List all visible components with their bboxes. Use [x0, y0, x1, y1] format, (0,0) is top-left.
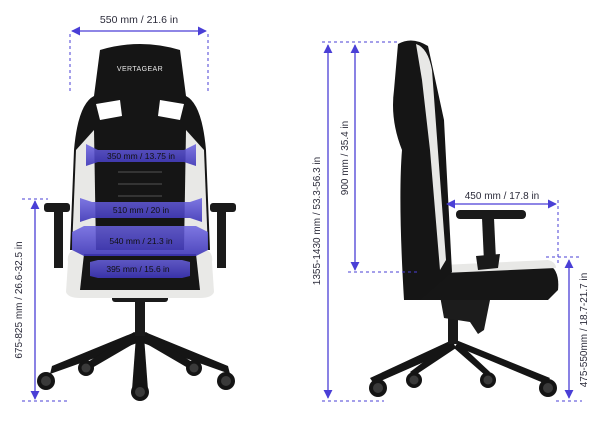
side-seat-depth-dimension: 450 mm / 17.8 in: [446, 191, 559, 266]
label-seat-height: 475-550mm / 18.7-21.7 in: [579, 273, 590, 388]
front-backrest: [70, 44, 210, 250]
side-seat-mechanism: [440, 296, 490, 334]
side-chair-illustration: [369, 40, 559, 397]
side-backrest-height-dimension: 900 mm / 35.4 in: [340, 44, 418, 273]
band-seat-front: [90, 260, 190, 278]
band-lumbar: [80, 198, 202, 222]
front-armrest-height-dimension: 675-825 mm / 26.6-32.5 in: [14, 198, 68, 402]
front-backrest-stitching: [118, 171, 162, 197]
label-seat-front-width: 395 mm / 15.6 in: [106, 264, 170, 274]
side-backrest-trim: [416, 44, 446, 270]
side-armrest: [456, 210, 526, 270]
label-backrest-height: 900 mm / 35.4 in: [340, 121, 351, 195]
front-chair-base: [50, 330, 230, 390]
front-belt-slot-right: [158, 100, 184, 120]
front-gas-lift: [135, 296, 145, 336]
brand-logo: VERTAGEAR: [117, 66, 163, 73]
band-backrest-upper: [86, 144, 196, 166]
side-chair-base: [370, 340, 550, 384]
side-seat-height-dimension: 475-550mm / 18.7-21.7 in: [546, 256, 590, 402]
side-gas-lift: [448, 300, 458, 344]
label-backrest-upper-width: 350 mm / 13.75 in: [107, 151, 175, 161]
front-chair-illustration: VERTAGEAR: [37, 44, 236, 401]
side-overall-height-dimension: 1355-1430 mm / 53.3-56.3 in: [312, 41, 400, 402]
front-overall-width-dimension: 550 mm / 21.6 in: [69, 14, 209, 92]
side-wheels: [369, 372, 557, 397]
label-overall-height: 1355-1430 mm / 53.3-56.3 in: [312, 157, 323, 285]
front-wheels: [37, 360, 235, 401]
label-armrest-height: 675-825 mm / 26.6-32.5 in: [14, 241, 25, 358]
front-belt-slot-left: [96, 100, 122, 120]
front-armrest-right: [210, 203, 236, 268]
label-seat-depth: 450 mm / 17.8 in: [465, 191, 539, 202]
front-width-bands: 350 mm / 13.75 in 510 mm / 20 in 540 mm …: [72, 144, 208, 278]
front-armrest-left: [44, 203, 70, 268]
band-seat: [72, 226, 208, 256]
label-overall-width: 550 mm / 21.6 in: [100, 14, 178, 26]
label-lumbar-width: 510 mm / 20 in: [113, 205, 169, 215]
label-seat-width: 540 mm / 21.3 in: [109, 236, 173, 246]
side-seat: [418, 264, 559, 300]
